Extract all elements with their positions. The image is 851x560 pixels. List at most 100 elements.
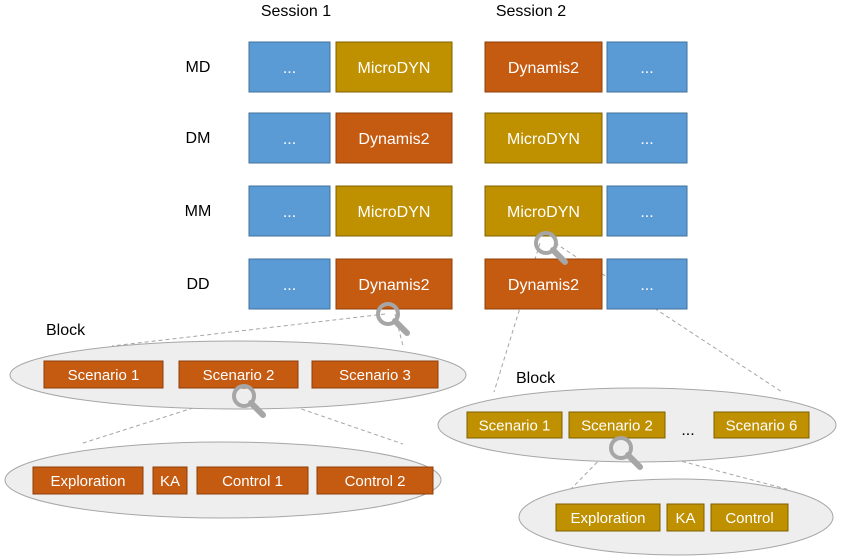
magnifier-mm-icon-lens [534, 231, 558, 255]
cell-dd-s2-1: ... [606, 258, 688, 310]
cell-md-s1-0-rect [248, 41, 331, 93]
left-scenario-3-rect [311, 360, 439, 389]
cell-mm-s1-1: MicroDYN [335, 185, 453, 237]
cell-dm-s2-0: MicroDYN [484, 112, 603, 164]
cell-dm-s2-0-rect [484, 112, 603, 164]
left-detail-exploration: Exploration [32, 466, 144, 495]
left-detail-control-1-label: Control 1 [222, 473, 283, 490]
right-block-ellipsis: ... [681, 422, 694, 439]
right-detail-control: Control [710, 503, 789, 532]
cell-dm-s1-0-label: ... [283, 131, 296, 148]
cell-mm-s2-1-rect [606, 185, 688, 237]
right-detail-ka-label: KA [675, 510, 695, 527]
left-detail-ka-label: KA [160, 473, 180, 490]
cell-dd-s1-0: ... [248, 258, 331, 310]
cell-md-s2-1-rect [606, 41, 688, 93]
cell-dd-s2-1-label: ... [640, 277, 653, 294]
right-detail-control-rect [710, 503, 789, 532]
connector-mm-left [493, 242, 541, 393]
cell-md-s2-0-rect [484, 41, 603, 93]
cell-dd-s1-0-label: ... [283, 277, 296, 294]
cell-md-s1-0: ... [248, 41, 331, 93]
magnifier-right-scenario-icon [609, 436, 643, 470]
cell-dm-s2-1-label: ... [640, 131, 653, 148]
left-detail-control-1-rect [196, 466, 309, 495]
magnifier-left-scenario-icon [232, 384, 266, 418]
condition-label-dm: DM [186, 130, 211, 147]
left-scenario-3-label: Scenario 3 [339, 367, 411, 384]
cell-dd-s2-0-label: Dynamis2 [508, 277, 579, 294]
right-scenario-2-label: Scenario 2 [581, 417, 653, 434]
left-scenario-3: Scenario 3 [311, 360, 439, 389]
session-1-header: Session 1 [261, 3, 331, 20]
connector-dd-right [394, 313, 404, 347]
right-scenario-2: Scenario 2 [568, 411, 666, 439]
cell-dm-s1-1-label: Dynamis2 [358, 131, 429, 148]
right-scenario-1: Scenario 1 [466, 411, 563, 439]
magnifier-right-scenario-icon-lens [609, 436, 633, 460]
cell-dd-s1-0-rect [248, 258, 331, 310]
left-scenario-1: Scenario 1 [43, 360, 164, 389]
magnifier-mm-icon [534, 231, 568, 265]
left-scenario-1-label: Scenario 1 [68, 367, 140, 384]
cell-md-s2-0: Dynamis2 [484, 41, 603, 93]
left-detail-control-2-label: Control 2 [345, 473, 406, 490]
cell-md-s2-0-label: Dynamis2 [508, 60, 579, 77]
cell-dm-s1-1-rect [335, 112, 453, 164]
cell-md-s1-1-rect [335, 41, 453, 93]
cell-dd-s1-1: Dynamis2 [335, 258, 453, 310]
cell-dd-s1-1-rect [335, 258, 453, 310]
right-detail-items: Exploration KA Control [555, 503, 789, 532]
cell-dm-s2-0-label: MicroDYN [507, 131, 580, 148]
cell-md-s1-1-label: MicroDYN [358, 60, 431, 77]
cell-dd-s1-1-label: Dynamis2 [358, 277, 429, 294]
cell-dm-s1-0-rect [248, 112, 331, 164]
right-scenario-3: Scenario 6 [713, 411, 810, 439]
cell-mm-s2-0: MicroDYN [484, 185, 603, 237]
connector-scen2-right [254, 392, 404, 445]
left-scenario-2-rect [178, 360, 299, 389]
cell-md-s2-1-label: ... [640, 60, 653, 77]
left-detail-control-1: Control 1 [196, 466, 309, 495]
connector-dd-left [111, 313, 386, 347]
right-detail-ka-rect [666, 503, 705, 532]
left-block-label: Block [46, 322, 86, 339]
cell-dd-s2-0: Dynamis2 [484, 258, 603, 310]
magnifier-dd-icon-handle [392, 318, 410, 336]
left-detail-control-2: Control 2 [316, 466, 434, 495]
right-scenario-1-rect [466, 411, 563, 439]
cell-dm-s2-1-rect [606, 112, 688, 164]
magnifier-icons [232, 231, 643, 470]
left-detail-exploration-rect [32, 466, 144, 495]
right-detail-control-label: Control [725, 510, 773, 527]
right-detail-exploration-label: Exploration [570, 510, 645, 527]
magnifier-dd-icon-lens [376, 302, 400, 326]
magnifier-left-scenario-icon-handle [248, 400, 266, 418]
cell-dm-s2-1: ... [606, 112, 688, 164]
cell-md-s2-1: ... [606, 41, 688, 93]
left-scenario-1-rect [43, 360, 164, 389]
cell-mm-s1-1-label: MicroDYN [358, 204, 431, 221]
left-detail-items: Exploration KA Control 1 Control 2 [32, 466, 434, 495]
left-scenario-2-label: Scenario 2 [203, 367, 275, 384]
cell-mm-s2-0-label: MicroDYN [507, 204, 580, 221]
right-scenario-2-rect [568, 411, 666, 439]
right-detail-exploration-rect [555, 503, 661, 532]
left-detail-ka-rect [152, 466, 188, 495]
cell-mm-s1-0: ... [248, 185, 331, 237]
cell-dm-s1-0: ... [248, 112, 331, 164]
right-scenario-3-rect [713, 411, 810, 439]
condition-label-mm: MM [185, 203, 212, 220]
cell-mm-s1-0-label: ... [283, 204, 296, 221]
left-block-scenarios: Scenario 1 Scenario 2 Scenario 3 [43, 360, 439, 389]
cell-mm-s2-0-rect [484, 185, 603, 237]
magnifier-dd-icon [376, 302, 410, 336]
left-detail-control-2-rect [316, 466, 434, 495]
magnifier-right-scenario-icon-handle [625, 452, 643, 470]
condition-label-dd: DD [186, 276, 209, 293]
right-detail-exploration: Exploration [555, 503, 661, 532]
magnifier-left-scenario-icon-lens [232, 384, 256, 408]
right-detail-ka: KA [666, 503, 705, 532]
